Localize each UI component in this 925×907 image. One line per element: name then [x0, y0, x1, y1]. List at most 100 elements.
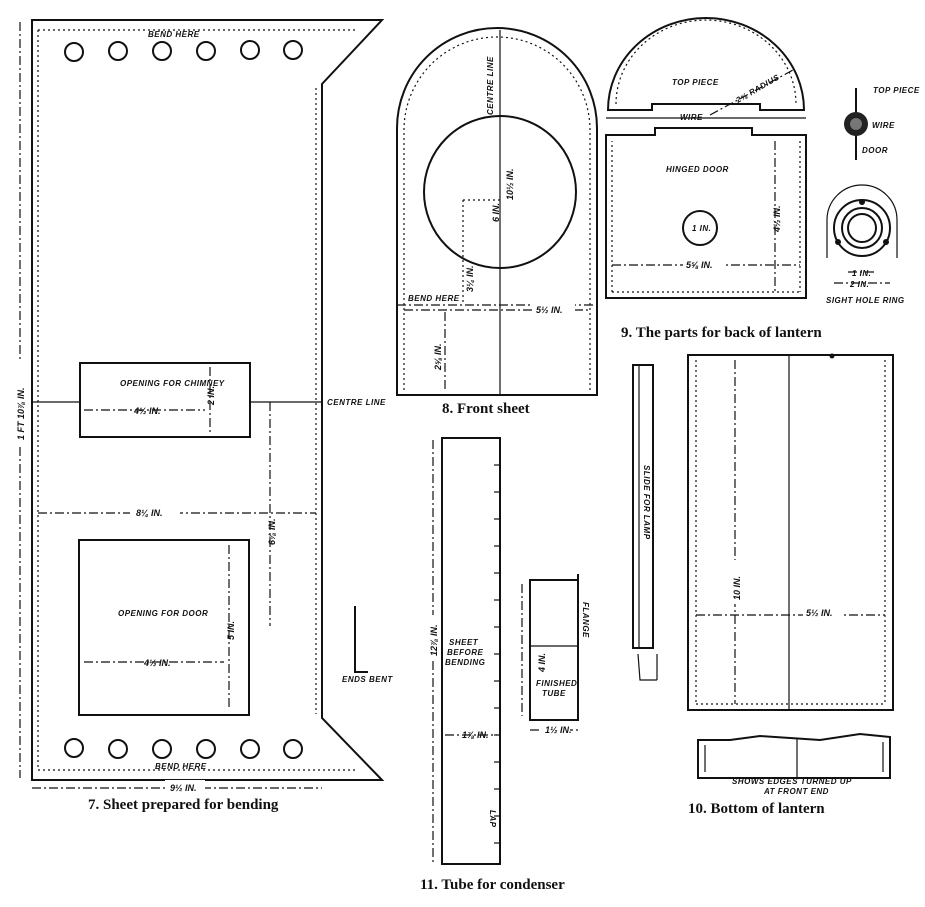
fig7-chimney-opening: [79, 362, 251, 438]
fig8-caption: 8. Front sheet: [442, 401, 530, 417]
fig10-label-bg: [803, 605, 843, 619]
fig10-slide-end: [637, 653, 658, 681]
rivet-hole: [64, 738, 84, 758]
fig7-sheet-width: 9½ IN.: [170, 783, 197, 793]
fig8-lens-opening: [423, 115, 577, 269]
fig9-hinge-pin: [850, 118, 862, 130]
rivet-hole: [240, 40, 260, 60]
fig10-length: 10 IN.: [732, 576, 742, 600]
fig7-caption: 7. Sheet prepared for bending: [88, 797, 279, 813]
fig11-sheet-label-2: BEFORE: [447, 648, 484, 657]
fig9-caption: 9. The parts for back of lantern: [621, 325, 822, 341]
fig11-ticks: [494, 464, 500, 844]
fig8-bend-here: BEND HERE: [408, 294, 460, 303]
fig7-label-bg: [13, 360, 27, 444]
fig9-sight-hole-label: SIGHT HOLE RING: [826, 296, 905, 305]
fig10-label-bg: [728, 560, 742, 604]
fig7-bottom-holes: [64, 738, 303, 759]
rivet-hole: [152, 739, 172, 759]
rivet-hole: [108, 739, 128, 759]
fig7-outline: [31, 19, 385, 781]
figure-11-tube: 12⅞ IN. SHEET BEFORE BENDING 1⅞ IN. LAP …: [420, 437, 590, 893]
fig9-ring-outline: [826, 184, 898, 258]
fig9-wire-label: WIRE: [680, 113, 703, 122]
fig10-edges-note-2: AT FRONT END: [763, 787, 829, 796]
fig9-ring-rivet: [835, 239, 841, 245]
fig9-hinged-door-label: HINGED DOOR: [666, 165, 729, 174]
fig10-turned-edges: [697, 732, 891, 779]
fig9-ring-rivet: [859, 199, 865, 205]
fig8-dim-b: 10½ IN.: [505, 168, 515, 200]
fig9-detail-wire: WIRE: [872, 121, 895, 130]
fig10-edges-note-1: SHOWS EDGES TURNED UP: [732, 777, 852, 786]
fig7-bend-bottom: BEND HERE: [155, 762, 207, 771]
fig11-tube-height: 4 IN.: [537, 653, 547, 673]
fig9-top-piece-label: TOP PIECE: [672, 78, 719, 87]
fig11-finished-1: FINISHED: [536, 679, 577, 688]
fig11-label-bg: [426, 615, 440, 659]
fig11-sheet-label-3: BENDING: [445, 658, 485, 667]
fig7-inner-edge: [37, 29, 355, 771]
rivet-hole: [196, 41, 216, 61]
fig9-radius-line: [709, 69, 794, 116]
fig7-sheet-height: 1 FT 10⅞ IN.: [16, 387, 26, 440]
fig9-ring-middle: [841, 207, 883, 249]
fig7-door-width: 4½ IN.: [143, 658, 171, 668]
fig9-top-inner-edge: [615, 19, 797, 105]
rivet-hole: [283, 40, 303, 60]
fig7-chimney-height: 2 IN.: [206, 386, 216, 406]
fig8-inner-edge: [403, 36, 591, 390]
fig10-bottom-sheet: [687, 354, 894, 711]
fig9-door-inner-edge: [611, 141, 801, 293]
fig11-finished-2: TUBE: [542, 689, 566, 698]
fig7-ends-bent: ENDS BENT: [342, 675, 393, 684]
fig10-width: 5½ IN.: [806, 608, 833, 618]
fig11-caption: 11. Tube for condenser: [420, 877, 565, 893]
fig9-hinge-detail: TOP PIECE WIRE DOOR: [844, 86, 920, 160]
rivet-hole: [240, 739, 260, 759]
figure-8-front-sheet: CENTRE LINE 6 IN. 10½ IN. 3¼ IN. BEND HE…: [396, 27, 598, 417]
fig8-centre-line-label: CENTRE LINE: [486, 56, 495, 115]
fig8-dim-a: 6 IN.: [491, 203, 501, 222]
fig7-sheet-width-mid: 8¼ IN.: [136, 508, 163, 518]
fig7-chimney-width: 4½ IN.: [133, 406, 161, 416]
fig11-flange: FLANGE: [581, 602, 590, 638]
fig11-tube-width: 1½ IN.: [545, 725, 572, 735]
fig7-door-label: OPENING FOR DOOR: [118, 609, 208, 618]
fig9-detail-top: TOP PIECE: [873, 86, 920, 95]
fig10-slide: [632, 364, 654, 649]
figure-10-bottom: SLIDE FOR LAMP 10 IN. 5½ IN. SHOWS EDGES…: [632, 353, 894, 817]
fig9-detail-door: DOOR: [862, 146, 888, 155]
rivet-hole: [152, 41, 172, 61]
fig10-mark: [829, 353, 835, 359]
fig9-radius: 2⅝ RADIUS: [734, 73, 782, 106]
fig9-ring-outer: 2 IN.: [849, 280, 869, 289]
fig9-hole-label: 1 IN.: [692, 224, 711, 233]
fig10-slide-label: SLIDE FOR LAMP: [642, 465, 651, 540]
fig11-label-bg: [542, 723, 570, 735]
fig10-caption: 10. Bottom of lantern: [688, 801, 825, 817]
fig8-outline: [396, 27, 598, 396]
fig8-label-bg: [533, 303, 575, 316]
fig11-sheet: [441, 437, 501, 865]
figure-9-back-parts: TOP PIECE 2⅝ RADIUS WIRE HINGED DOOR 1 I…: [605, 17, 920, 341]
fig8-dim-d: 2⅝ IN.: [433, 343, 443, 371]
fig9-sight-hole: [682, 210, 718, 246]
fig11-width: 1⅞ IN.: [462, 730, 489, 740]
fig9-ring-inner: 1 IN.: [852, 269, 871, 278]
fig9-top-piece: [606, 17, 806, 111]
fig7-label-bg: [165, 780, 205, 794]
fig8-width: 5½ IN.: [536, 305, 563, 315]
fig7-door-opening: [78, 539, 250, 716]
fig9-ring-inner: [847, 213, 877, 243]
fig7-label-bg: [130, 505, 180, 519]
fig7-top-holes: [64, 40, 303, 62]
fig10-inner-edge: [695, 360, 886, 705]
fig11-lap: LAP: [488, 810, 497, 828]
fig11-finished-tube: [529, 579, 579, 721]
fig11-length: 12⅞ IN.: [429, 624, 439, 656]
fig9-height: 4½ IN.: [772, 205, 782, 233]
rivet-hole: [108, 41, 128, 61]
fig7-ends-bent-symbol: [354, 606, 368, 673]
